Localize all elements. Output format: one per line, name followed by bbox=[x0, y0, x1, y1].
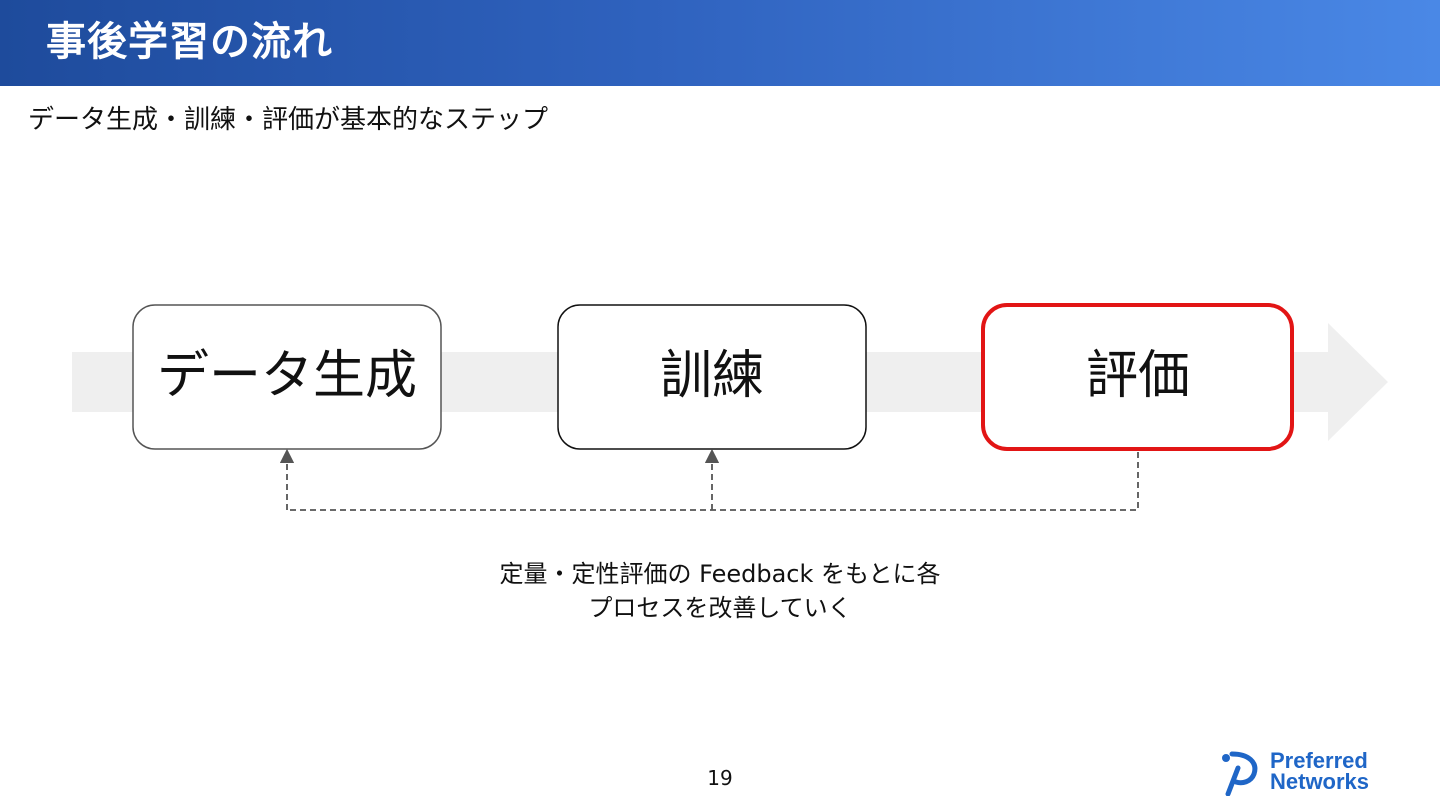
page-number: 19 bbox=[707, 766, 733, 790]
step-evaluation: 評価 bbox=[981, 303, 1294, 451]
slide-title: 事後学習の流れ bbox=[46, 19, 333, 65]
preferred-networks-logo-icon bbox=[1222, 751, 1258, 796]
slide-subtitle: データ生成・訓練・評価が基本的なステップ bbox=[28, 105, 549, 135]
step-box-highlighted bbox=[981, 303, 1294, 451]
header-bar: 事後学習の流れ bbox=[0, 0, 1440, 86]
logo-wordmark: Preferred Networks bbox=[1270, 748, 1370, 794]
step-label: 評価 bbox=[1086, 346, 1190, 406]
feedback-note-line-2: プロセスを改善していく bbox=[588, 594, 852, 622]
feedback-line bbox=[287, 452, 1139, 511]
step-label: データ生成 bbox=[157, 346, 417, 406]
feedback-note-line-1: 定量・定性評価の Feedback をもとに各 bbox=[499, 560, 941, 588]
company-logo: Preferred Networks bbox=[1218, 748, 1428, 798]
feedback-loop bbox=[279, 448, 1139, 511]
step-data-generation: データ生成 bbox=[132, 304, 442, 450]
logo-line-1: Preferred bbox=[1270, 748, 1368, 773]
logo-line-2: Networks bbox=[1270, 769, 1370, 794]
feedback-note: 定量・定性評価の Feedback をもとに各 プロセスを改善していく bbox=[360, 557, 1080, 625]
step-label: 訓練 bbox=[660, 346, 764, 406]
step-training: 訓練 bbox=[557, 304, 867, 450]
